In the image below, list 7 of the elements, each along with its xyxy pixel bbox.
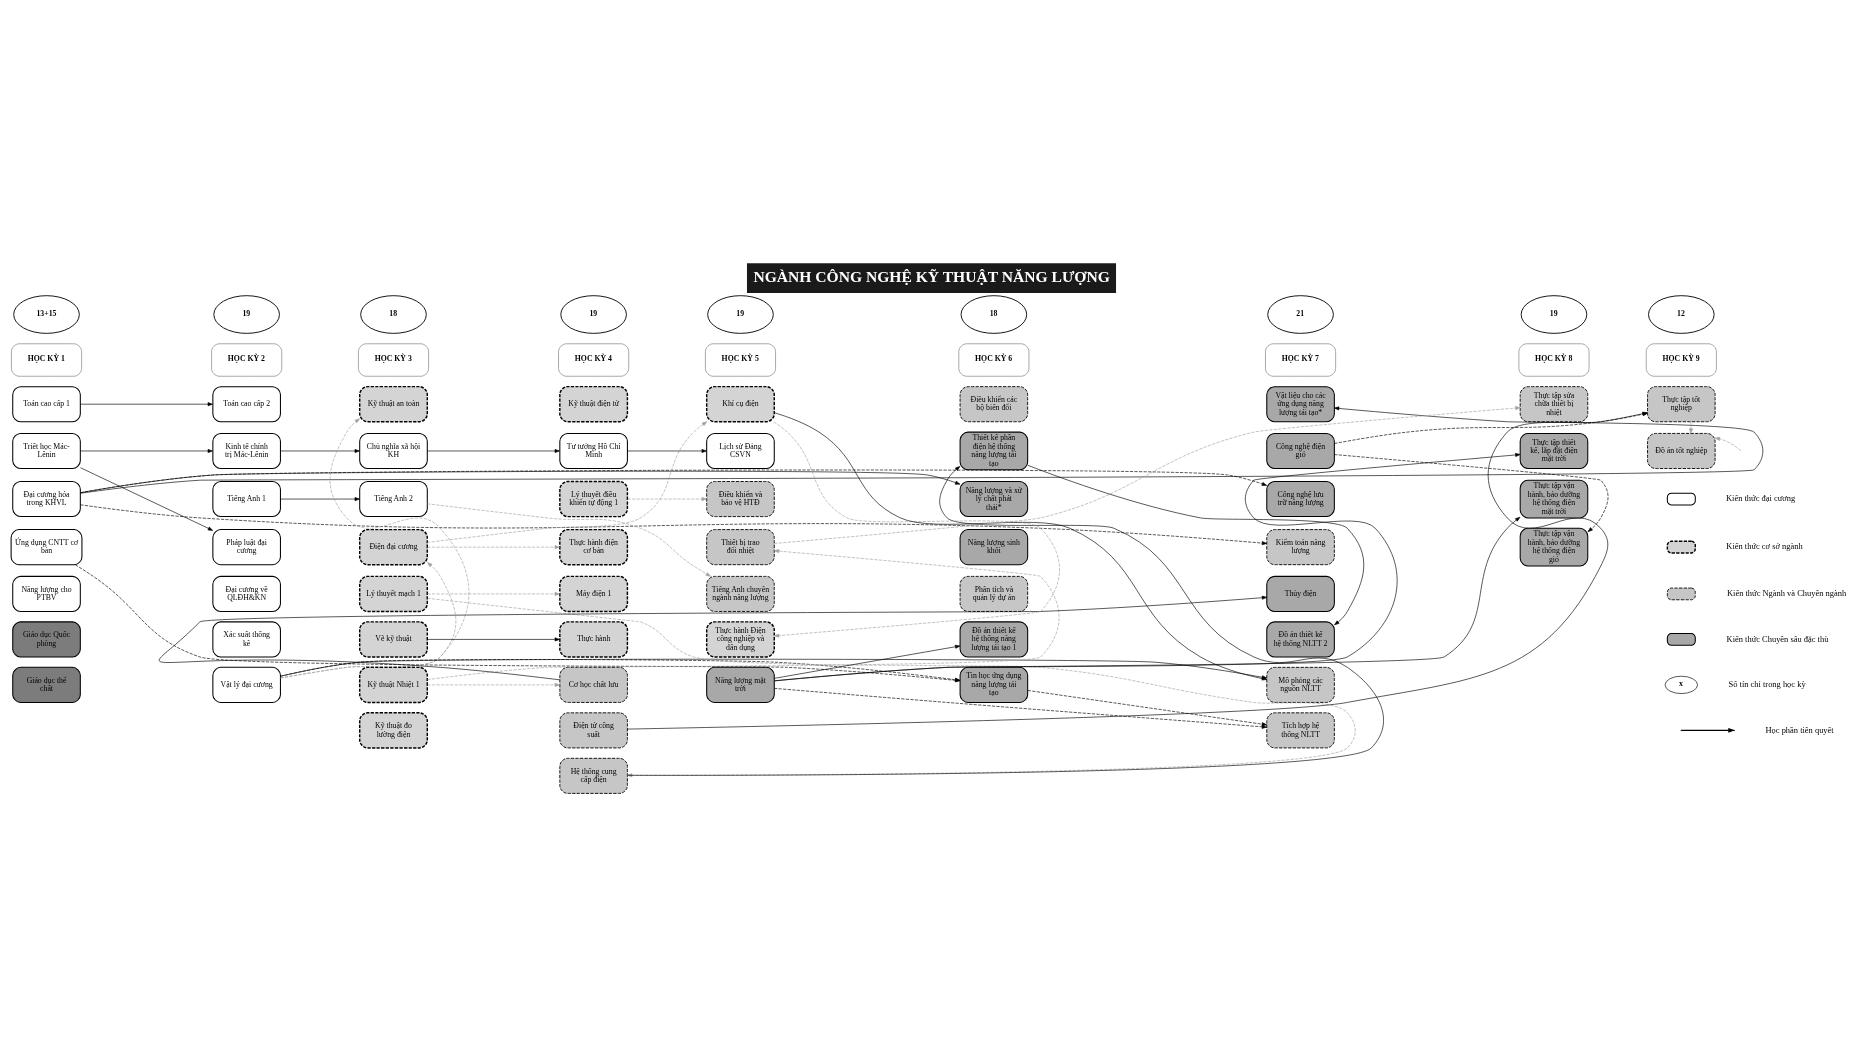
legend-label: Kiến thức đại cương (1726, 493, 1796, 504)
legend-label: Học phần tiên quyết (1765, 724, 1834, 735)
legend-label: Kiến thức Ngành và Chuyên ngành (1727, 588, 1847, 599)
legend-label: Kiến thức Chuyên sâu đặc thù (1726, 633, 1829, 644)
legend-label: Số tín chỉ trong học kỳ (1728, 679, 1806, 690)
legend-label: Kiến thức cơ sở ngành (1726, 541, 1803, 552)
diagram-title: NGÀNH CÔNG NGHỆ KỸ THUẬT NĂNG LƯỢNG (753, 267, 1110, 285)
